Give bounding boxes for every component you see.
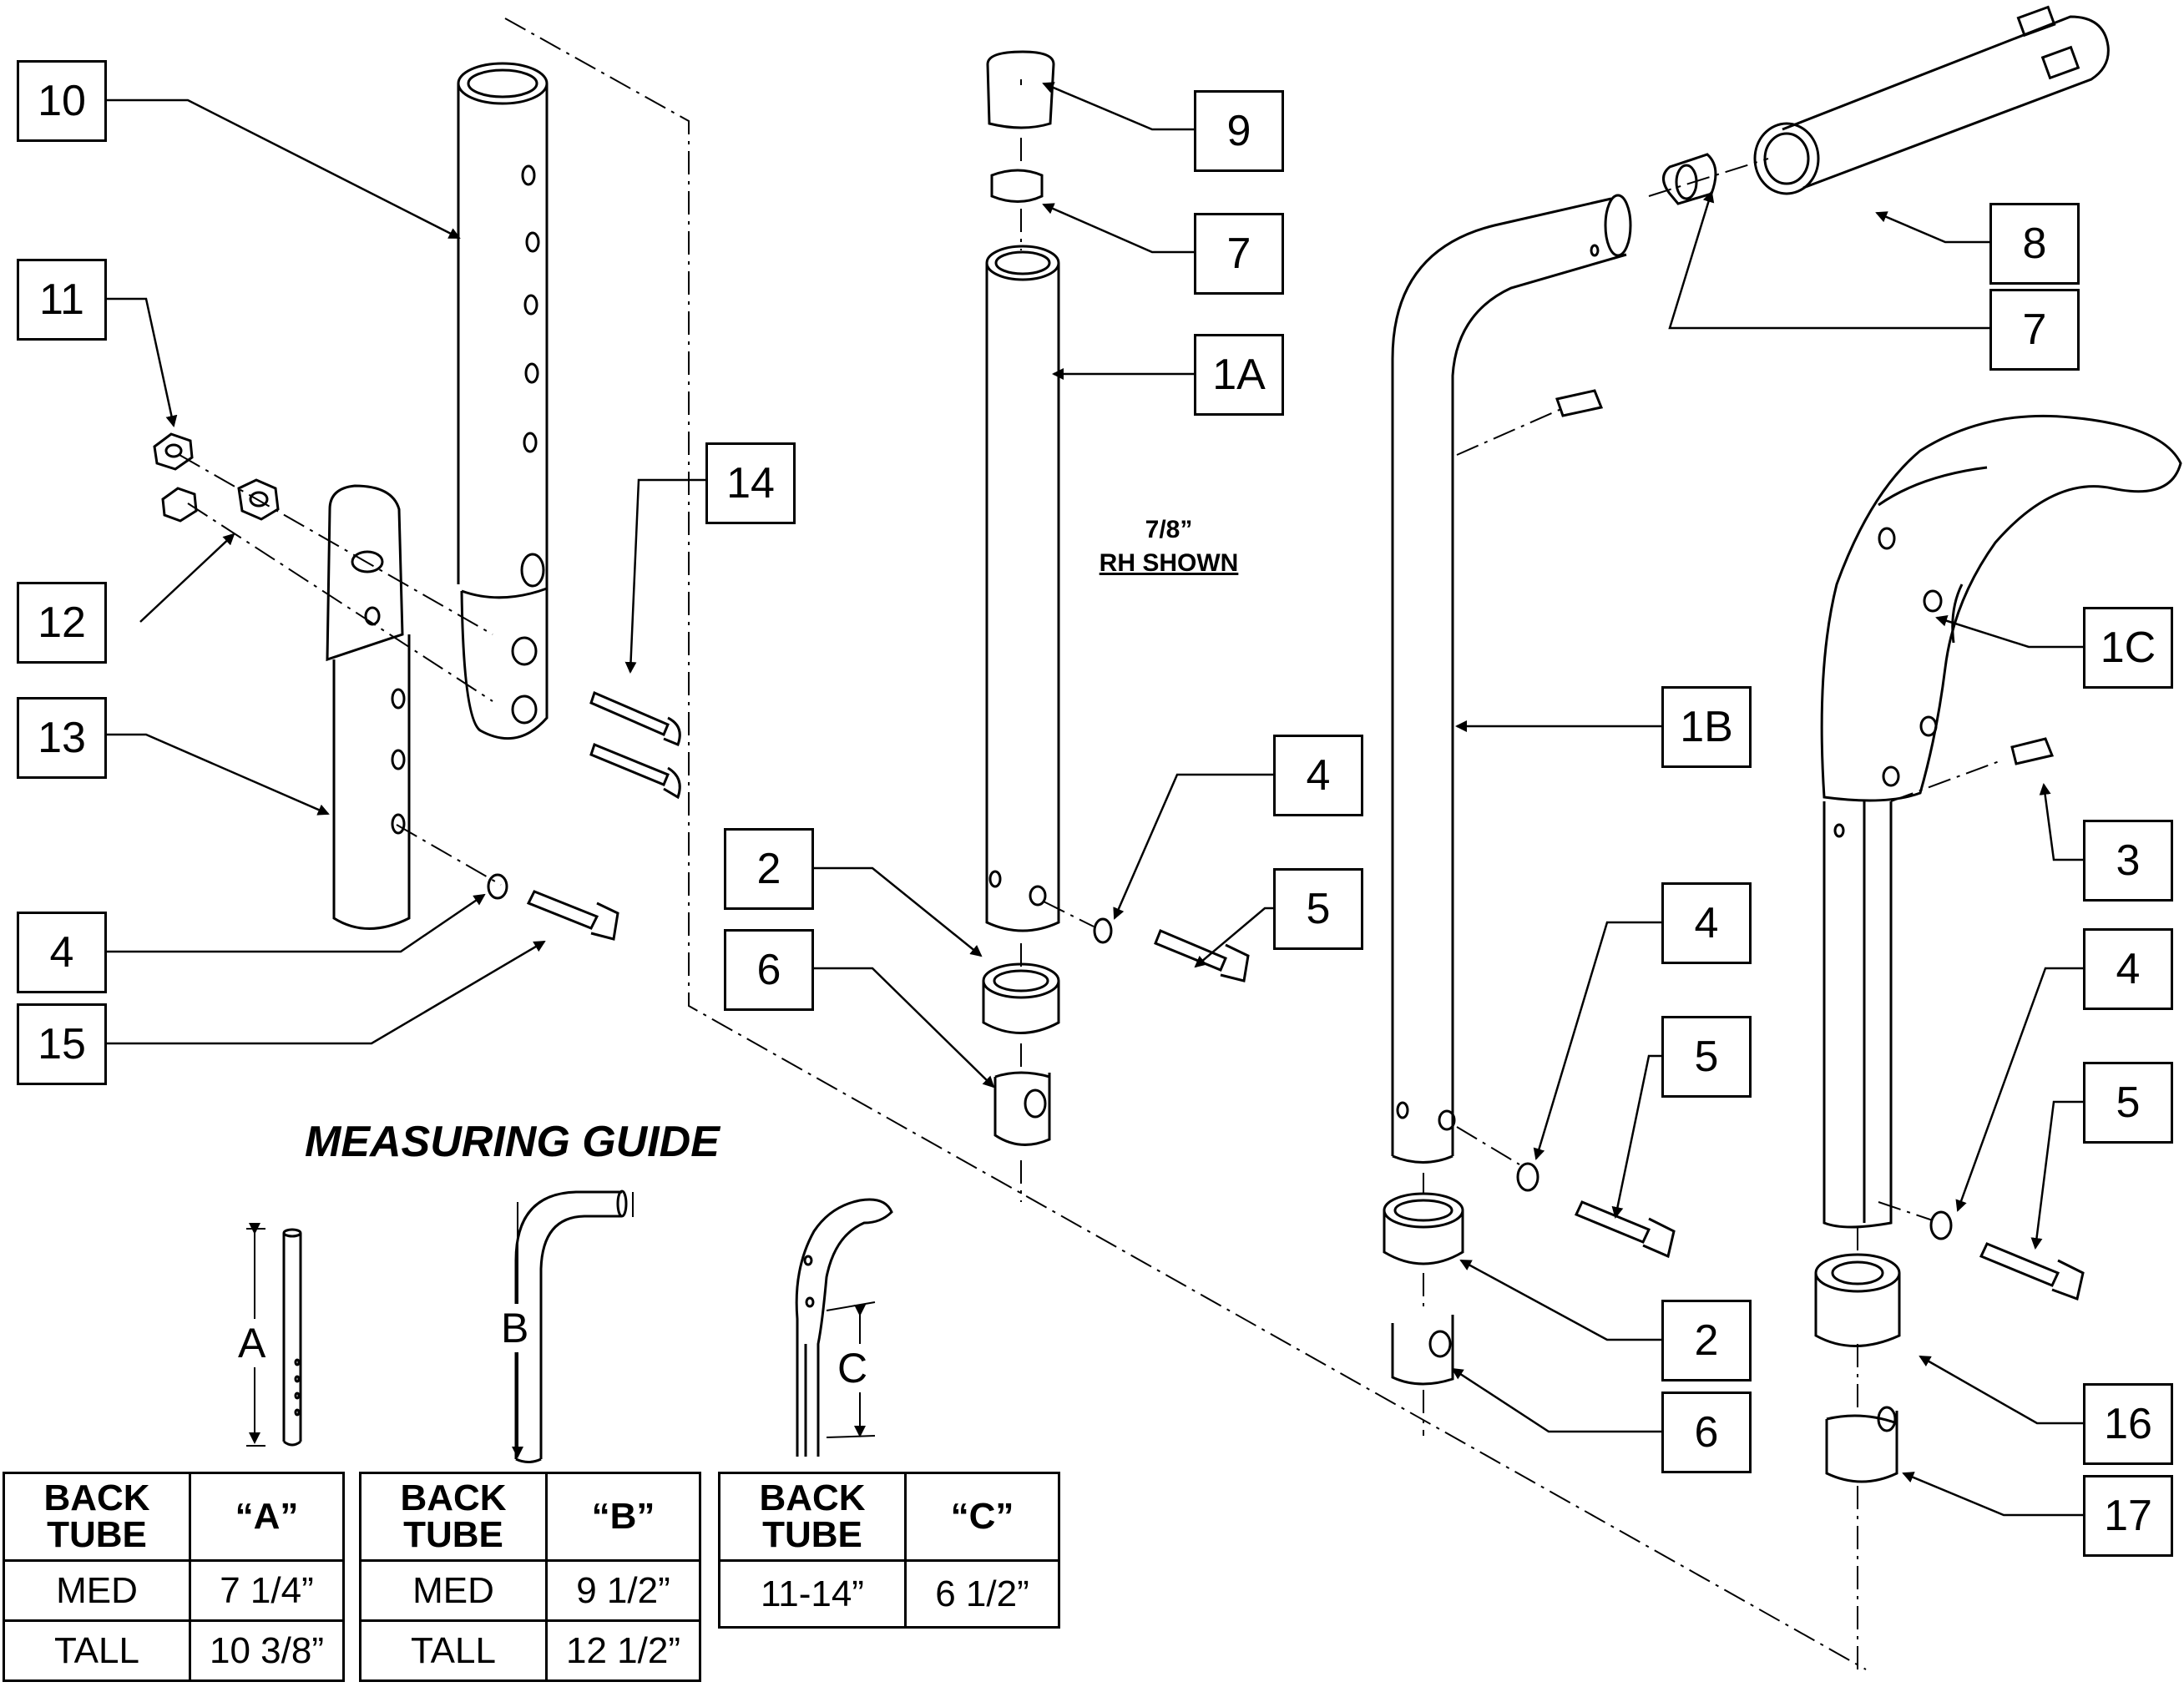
dimension-a-label: A (238, 1319, 266, 1367)
callout-6: 6 (1661, 1392, 1752, 1473)
table-b-value: 9 1/2” (545, 1559, 701, 1622)
explode-lines (179, 79, 2005, 1669)
size-note-side: RH SHOWN (1099, 549, 1239, 577)
guide-tube-a (246, 1223, 302, 1447)
table-a-size: MED (3, 1559, 191, 1622)
bolts-14 (589, 690, 681, 800)
callout-7: 7 (1194, 213, 1284, 295)
callout-15: 15 (17, 1003, 107, 1085)
callout-2: 2 (724, 828, 814, 910)
callout-4: 4 (1661, 882, 1752, 964)
table-c-value: 6 1/2” (904, 1559, 1060, 1629)
table-row: TALL 10 3/8” (3, 1619, 345, 1682)
guide-tube-c (795, 1198, 893, 1457)
callout-1b: 1B (1661, 686, 1752, 768)
table-row: MED 7 1/4” (3, 1559, 345, 1622)
callout-7: 7 (1989, 289, 2080, 371)
table-b-header-value: “B” (545, 1472, 701, 1562)
table-dimension-c: BACK TUBE “C” 11-14” 6 1/2” (718, 1472, 1060, 1629)
table-a-header-tube: BACK TUBE (3, 1472, 191, 1562)
dimension-c-label: C (837, 1344, 868, 1392)
socket-tube-10 (457, 62, 549, 740)
bolt-15 (487, 873, 619, 941)
table-b-size: MED (359, 1559, 548, 1622)
callout-14: 14 (705, 442, 796, 524)
callout-2: 2 (1661, 1300, 1752, 1381)
callout-3: 3 (2083, 820, 2173, 902)
callout-5: 5 (2083, 1062, 2173, 1144)
callout-4: 4 (2083, 928, 2173, 1010)
table-dimension-b: BACK TUBE “B” MED 9 1/2” TALL 12 1/2” (359, 1472, 701, 1682)
dimension-b-label: B (501, 1304, 529, 1352)
table-b-value: 12 1/2” (545, 1619, 701, 1682)
back-tube-1b (1383, 194, 1676, 1386)
table-a-value: 10 3/8” (189, 1619, 345, 1682)
table-dimension-a: BACK TUBE “A” MED 7 1/4” TALL 10 3/8” (3, 1472, 345, 1682)
callout-1c: 1C (2083, 607, 2173, 689)
callout-12: 12 (17, 582, 107, 664)
table-c-header-tube: BACK TUBE (718, 1472, 907, 1562)
table-a-header-value: “A” (189, 1472, 345, 1562)
reference-plane (504, 18, 1867, 1670)
nuts (153, 432, 280, 523)
table-c-size: 11-14” (718, 1559, 907, 1629)
callout-5: 5 (1661, 1016, 1752, 1098)
guide-tube-b (512, 1189, 634, 1463)
table-c-header-value: “C” (904, 1472, 1060, 1562)
table-b-size: TALL (359, 1619, 548, 1682)
leader-lines (107, 82, 2083, 1517)
table-row: MED 9 1/2” (359, 1559, 701, 1622)
callout-6: 6 (724, 929, 814, 1011)
back-tube-1a (982, 50, 1250, 1146)
callout-16: 16 (2083, 1383, 2173, 1465)
callout-9: 9 (1194, 90, 1284, 172)
callout-13: 13 (17, 697, 107, 779)
size-note: 7/8” RH SHOWN (1077, 513, 1261, 580)
table-row: 11-14” 6 1/2” (718, 1559, 1060, 1629)
grip-8 (1662, 5, 2110, 205)
table-a-size: TALL (3, 1619, 191, 1682)
table-a-value: 7 1/4” (189, 1559, 345, 1622)
measuring-guide-title: MEASURING GUIDE (305, 1118, 720, 1166)
table-row: TALL 12 1/2” (359, 1619, 701, 1682)
callout-11: 11 (17, 259, 107, 341)
callout-10: 10 (17, 60, 107, 142)
callout-1a: 1A (1194, 334, 1284, 416)
table-b-header-tube: BACK TUBE (359, 1472, 548, 1562)
handle-1c (1814, 414, 2182, 1483)
callout-4: 4 (1273, 735, 1363, 816)
callout-4: 4 (17, 912, 107, 993)
callout-5: 5 (1273, 868, 1363, 950)
callout-17: 17 (2083, 1475, 2173, 1557)
lower-tube-13 (326, 484, 411, 930)
size-note-size: 7/8” (1145, 516, 1193, 543)
callout-8: 8 (1989, 203, 2080, 285)
